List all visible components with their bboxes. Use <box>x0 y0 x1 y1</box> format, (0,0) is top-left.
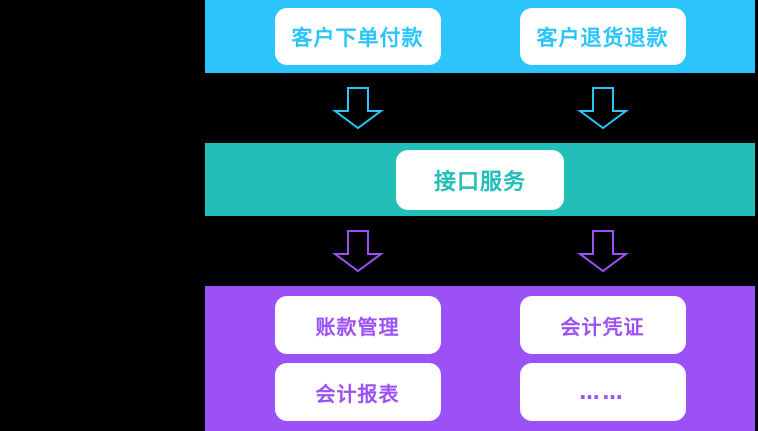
node-label: 会计报表 <box>315 381 400 406</box>
arrow-slot-left <box>275 86 441 130</box>
arrow-slot-right <box>520 86 686 130</box>
node-accounts-management[interactable]: 账款管理 <box>274 296 441 354</box>
band-accounting-modules: 账款管理 会计凭证 会计报表 …… <box>205 286 755 431</box>
node-customer-return-refund[interactable]: 客户退货退款 <box>519 8 686 65</box>
node-label: 账款管理 <box>315 314 400 339</box>
arrow-down-service-to-accounts-icon <box>331 230 384 273</box>
arrow-slot-right <box>520 229 686 273</box>
node-interface-service[interactable]: 接口服务 <box>396 149 564 210</box>
arrow-down-refund-to-service-icon <box>576 87 629 130</box>
arrow-down-order-to-service-icon <box>331 87 384 130</box>
connector-row-top <box>205 73 755 143</box>
band-interface-service: 接口服务 <box>205 143 755 216</box>
node-label: 接口服务 <box>433 169 526 195</box>
connector-row-bottom <box>205 216 755 286</box>
node-label: …… <box>579 380 626 404</box>
node-label: 会计凭证 <box>560 314 645 339</box>
arrow-slot-left <box>275 229 441 273</box>
band-customer-events: 客户下单付款 客户退货退款 <box>205 0 755 73</box>
node-label: 客户退货退款 <box>536 25 669 50</box>
arrow-down-service-to-voucher-icon <box>576 230 629 273</box>
node-accounting-report[interactable]: 会计报表 <box>274 363 441 421</box>
module-row-1: 账款管理 会计凭证 <box>205 296 755 354</box>
module-row-2: 会计报表 …… <box>205 363 755 421</box>
node-accounting-voucher[interactable]: 会计凭证 <box>519 296 686 354</box>
node-label: 客户下单付款 <box>291 25 424 50</box>
node-more-modules[interactable]: …… <box>519 363 686 421</box>
node-customer-order-payment[interactable]: 客户下单付款 <box>274 8 441 65</box>
